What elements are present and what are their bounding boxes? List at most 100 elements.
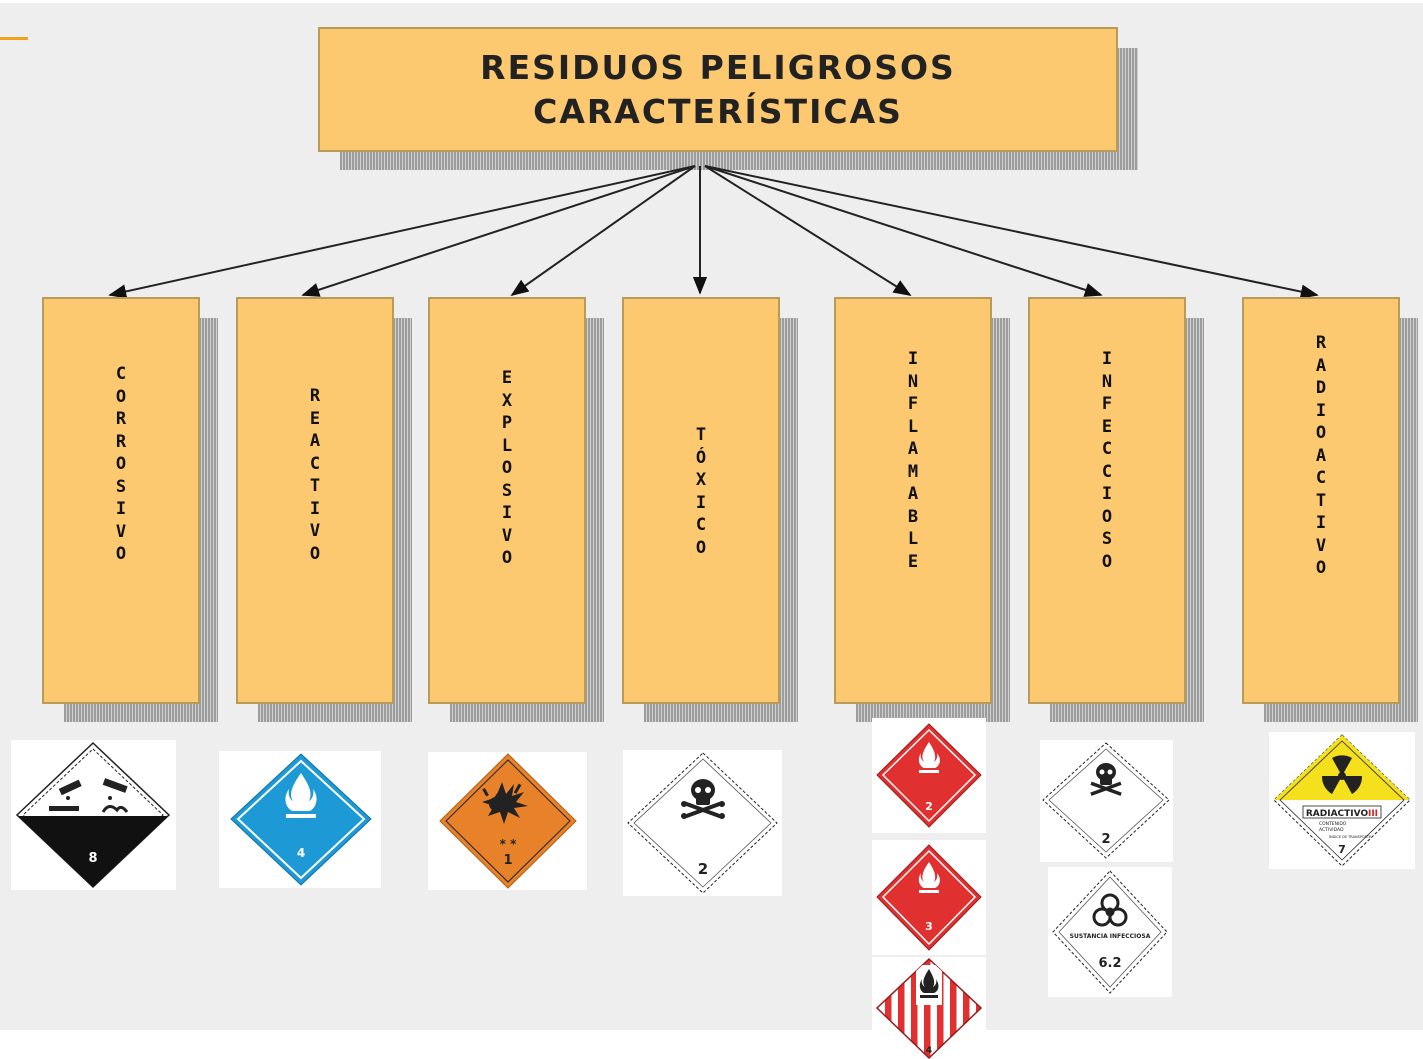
label-letter: P bbox=[501, 413, 513, 433]
placard-text: RADIACTIVO bbox=[1306, 809, 1369, 819]
label-letter: T bbox=[695, 425, 707, 445]
label-letter: V bbox=[501, 525, 513, 546]
label-letter: S bbox=[501, 480, 513, 501]
label-letter: L bbox=[907, 416, 919, 437]
label-letter: O bbox=[115, 544, 127, 564]
placard-number: 7 bbox=[1338, 843, 1346, 856]
label-letter: O bbox=[695, 537, 707, 558]
radioactive-placard: RADIACTIVO III CONTENIDO ACTIVIDAD ÍNDIC… bbox=[1269, 732, 1415, 869]
flammable-solid-placard: 4 bbox=[872, 957, 986, 1059]
title-line-1: RESIDUOS PELIGROSOS bbox=[480, 47, 956, 87]
explosion-icon bbox=[482, 782, 528, 824]
flame-icon bbox=[919, 969, 939, 998]
label-letter: E bbox=[309, 408, 321, 429]
label-letter: C bbox=[695, 515, 707, 535]
label-letter: C bbox=[1101, 461, 1113, 482]
arrow-infeccioso bbox=[704, 165, 1103, 297]
label-letter: R bbox=[1315, 333, 1327, 353]
arrow-radioactivo bbox=[704, 165, 1319, 299]
label-letter: I bbox=[907, 349, 919, 369]
label-letter: O bbox=[1101, 551, 1113, 572]
skull-icon bbox=[681, 779, 725, 819]
arrow-explosivo bbox=[510, 165, 696, 297]
label-letter: O bbox=[309, 543, 321, 564]
toxic-placard: 2 bbox=[623, 750, 782, 896]
label-letter: L bbox=[907, 529, 919, 549]
title-line-2: CARACTERÍSTICAS bbox=[533, 91, 903, 131]
flame-icon bbox=[285, 773, 317, 818]
placard-marks: * * bbox=[500, 837, 517, 851]
label-letter: R bbox=[309, 386, 321, 406]
label-letter: T bbox=[309, 476, 321, 496]
label-letter: A bbox=[907, 484, 919, 504]
accent-line bbox=[0, 37, 28, 40]
placard-text: SUSTANCIA INFECCIOSA bbox=[1070, 933, 1151, 940]
label-letter: I bbox=[1101, 484, 1113, 504]
label-letter: C bbox=[1101, 439, 1113, 459]
label-letter: F bbox=[907, 394, 919, 414]
label-letter: O bbox=[1101, 506, 1113, 527]
label-letter: I bbox=[695, 492, 707, 513]
label-letter: O bbox=[115, 454, 127, 474]
label-letter: I bbox=[115, 499, 127, 519]
placard-number: 2 bbox=[1101, 832, 1110, 847]
label-letter: A bbox=[907, 439, 919, 459]
label-letter: I bbox=[1315, 400, 1327, 421]
placard-class: III bbox=[1368, 809, 1378, 819]
label-letter: C bbox=[309, 453, 321, 474]
label-letter: V bbox=[115, 521, 127, 542]
label-letter: R bbox=[115, 409, 127, 429]
title-box: RESIDUOS PELIGROSOS CARACTERÍSTICAS bbox=[318, 27, 1118, 152]
label-letter: N bbox=[1101, 371, 1113, 392]
arrow-corrosivo bbox=[108, 165, 696, 299]
water-reactive-placard: 4 bbox=[219, 751, 381, 888]
label-letter: O bbox=[1315, 423, 1327, 443]
placard-field-3: ÍNDICE DE TRANSPORTE bbox=[1329, 834, 1371, 839]
placard-field-1: CONTENIDO bbox=[1319, 821, 1347, 827]
flame-icon bbox=[918, 742, 940, 773]
label-letter: A bbox=[1315, 445, 1327, 466]
label-letter: I bbox=[309, 498, 321, 519]
label-letter: C bbox=[1315, 468, 1327, 488]
radiation-icon bbox=[1321, 755, 1363, 794]
placard-number: 4 bbox=[926, 1046, 932, 1056]
label-letter: A bbox=[309, 431, 321, 451]
placard-number: 3 bbox=[925, 920, 933, 933]
flame-icon bbox=[918, 862, 940, 893]
label-letter: X bbox=[695, 470, 707, 490]
corrosive-icon bbox=[49, 778, 129, 813]
arrow-inflamable bbox=[704, 165, 912, 296]
toxic-gas-placard: 2 bbox=[1040, 740, 1173, 862]
arrow-reactivo bbox=[301, 165, 696, 297]
label-letter: O bbox=[115, 386, 127, 407]
placard-number: 8 bbox=[88, 851, 97, 866]
label-letter: I bbox=[1101, 349, 1113, 369]
label-letter: V bbox=[1315, 535, 1327, 556]
biohazard-icon bbox=[1092, 893, 1128, 927]
skull-icon bbox=[1090, 763, 1122, 796]
label-letter: D bbox=[1315, 378, 1327, 398]
label-letter: X bbox=[501, 390, 513, 411]
placard-number: 2 bbox=[698, 860, 708, 878]
label-letter: R bbox=[115, 431, 127, 452]
placard-number: 1 bbox=[503, 853, 512, 868]
placard-number: 2 bbox=[925, 800, 933, 813]
label-letter: A bbox=[1315, 355, 1327, 376]
label-letter: I bbox=[501, 503, 513, 523]
label-letter: N bbox=[907, 371, 919, 392]
label-letter: F bbox=[1101, 394, 1113, 414]
placard-number: 4 bbox=[297, 846, 305, 860]
label-letter: S bbox=[1101, 529, 1113, 549]
